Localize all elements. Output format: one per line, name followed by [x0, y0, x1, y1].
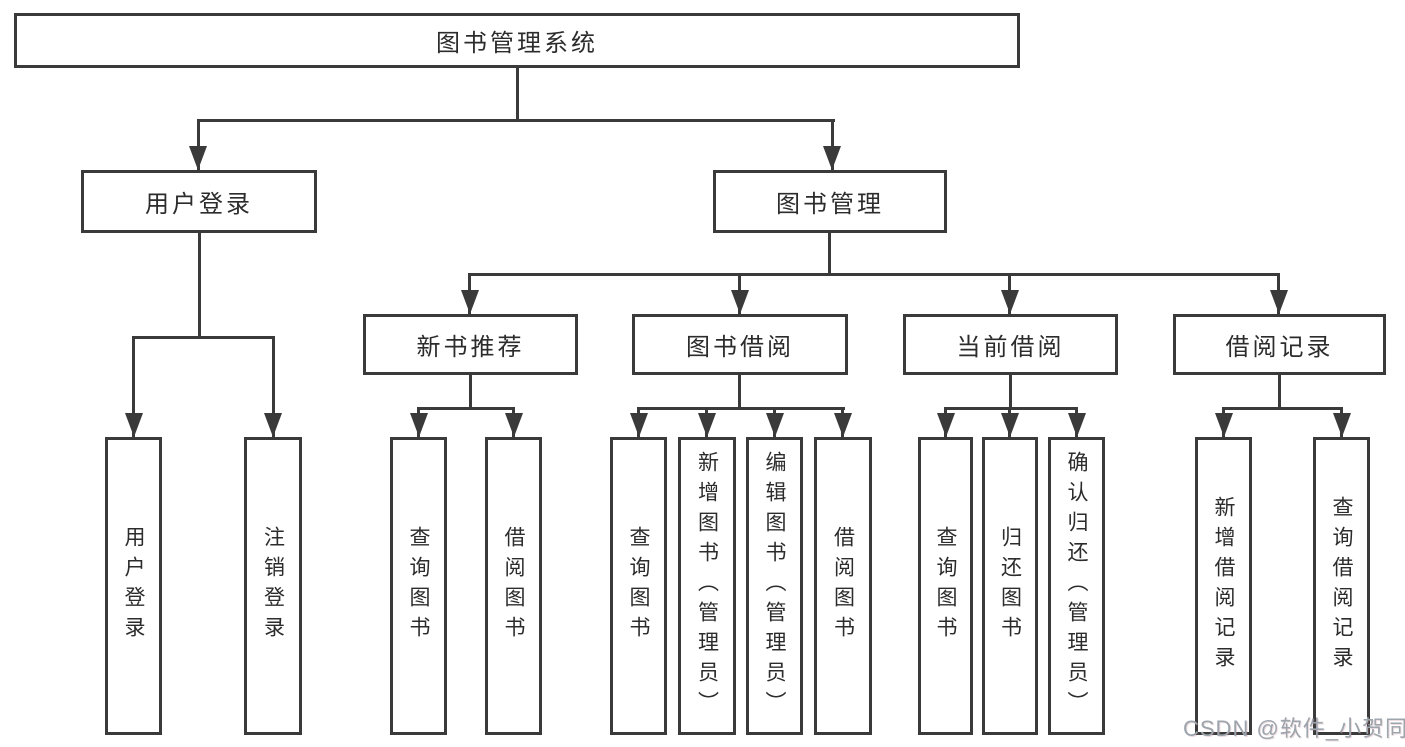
- leaf-query-books-recommend: 查询图书: [390, 437, 447, 735]
- node-label: 新增图书（管理员）: [695, 451, 719, 721]
- arrowhead: [766, 413, 784, 437]
- arrowhead: [461, 290, 479, 314]
- connector-line: [198, 233, 201, 339]
- arrowhead: [410, 413, 428, 437]
- arrowhead: [937, 413, 955, 437]
- leaf-confirm-return-admin: 确认归还（管理员）: [1048, 437, 1105, 735]
- node-label: 查询图书: [407, 526, 430, 646]
- arrowhead: [1068, 413, 1086, 437]
- connector-line: [197, 119, 200, 170]
- connector-line: [468, 273, 1280, 276]
- node-label: 新书推荐: [416, 334, 525, 361]
- arrowhead: [189, 146, 207, 170]
- node-label: 当前借阅: [956, 334, 1065, 361]
- node-label: 编辑图书（管理员）: [763, 451, 786, 721]
- node-label: 查询借阅记录: [1330, 496, 1353, 676]
- node-borrowing-records: 借阅记录: [1173, 314, 1386, 375]
- arrowhead: [823, 146, 841, 170]
- node-book-management: 图书管理: [713, 170, 947, 233]
- node-label: 图书管理: [776, 191, 884, 218]
- arrowhead: [264, 413, 282, 437]
- leaf-add-borrow-record: 新增借阅记录: [1195, 437, 1252, 735]
- arrowhead: [1333, 413, 1351, 437]
- node-label: 查询图书: [934, 526, 957, 646]
- connector-line: [1222, 407, 1343, 410]
- node-label: 新增借阅记录: [1212, 496, 1235, 676]
- arrowhead: [698, 413, 716, 437]
- arrowhead: [1215, 413, 1233, 437]
- leaf-borrow-books: 借阅图书: [814, 437, 872, 735]
- node-library-management-system: 图书管理系统: [14, 13, 1020, 68]
- arrowhead: [1001, 290, 1019, 314]
- watermark-text: CSDN @软件_小贺同学: [1183, 716, 1405, 741]
- connector-line: [831, 119, 834, 170]
- arrowhead: [630, 413, 648, 437]
- connector-line: [1278, 375, 1281, 410]
- connector-line: [637, 407, 845, 410]
- node-label: 图书借阅: [686, 334, 794, 361]
- leaf-query-borrow-record: 查询借阅记录: [1313, 437, 1370, 735]
- connector-line: [828, 233, 831, 276]
- leaf-return-books: 归还图书: [982, 437, 1038, 735]
- leaf-user-login: 用户登录: [105, 437, 162, 735]
- leaf-borrow-books-recommend: 借阅图书: [485, 437, 542, 735]
- arrowhead: [834, 413, 852, 437]
- leaf-edit-books-admin: 编辑图书（管理员）: [746, 437, 803, 735]
- leaf-query-books-borrow: 查询图书: [610, 437, 667, 735]
- node-label: 用户登录: [122, 526, 145, 646]
- arrowhead: [1001, 413, 1019, 437]
- arrowhead: [125, 413, 143, 437]
- node-label: 用户登录: [145, 191, 253, 218]
- node-label: 借阅记录: [1225, 334, 1334, 361]
- connector-line: [1009, 375, 1012, 410]
- node-user-login: 用户登录: [81, 170, 317, 233]
- node-label: 图书管理系统: [436, 30, 598, 57]
- node-label: 查询图书: [627, 526, 650, 646]
- node-label: 确认归还（管理员）: [1065, 451, 1088, 721]
- node-label: 借阅图书: [502, 526, 525, 646]
- arrowhead: [505, 413, 523, 437]
- connector-line: [738, 375, 741, 410]
- arrowhead: [731, 290, 749, 314]
- node-label: 注销登录: [261, 526, 285, 646]
- leaf-logout: 注销登录: [244, 437, 302, 735]
- leaf-query-books-current: 查询图书: [918, 437, 973, 735]
- connector-line: [516, 68, 519, 122]
- connector-line: [132, 336, 275, 339]
- connector-line: [272, 336, 275, 437]
- connector-line: [469, 375, 472, 410]
- node-label: 借阅图书: [831, 526, 855, 646]
- node-label: 归还图书: [998, 526, 1022, 646]
- connector-line: [132, 336, 135, 437]
- node-book-borrowing: 图书借阅: [632, 314, 848, 375]
- arrowhead: [1270, 290, 1288, 314]
- connector-line: [944, 407, 1078, 410]
- connector-line: [417, 407, 515, 410]
- leaf-add-books-admin: 新增图书（管理员）: [678, 437, 736, 735]
- node-new-book-recommend: 新书推荐: [363, 314, 578, 375]
- connector-line: [197, 119, 835, 122]
- node-current-borrowing: 当前借阅: [903, 314, 1118, 375]
